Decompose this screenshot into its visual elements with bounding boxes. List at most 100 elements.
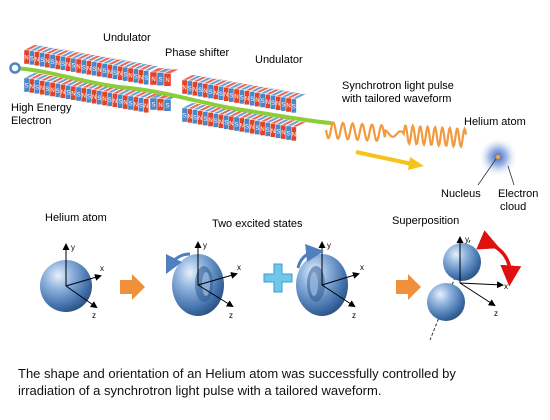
magnet-pole-label: N [35,57,39,63]
label-electron-line2: Electron [11,115,52,127]
magnet-pole-label: N [286,104,290,110]
magnet-pole-label: S [66,91,70,97]
magnet-pole-label: N [144,104,148,110]
axis-z-4: z [494,309,498,318]
magnet-pole-label: S [245,124,249,130]
rotation-arrow-left [165,252,191,275]
magnet-pole-label: S [240,95,244,101]
magnet-pole-label: N [234,95,238,101]
magnet-pole-label: S [183,114,187,120]
magnet-pole-label: S [118,100,122,106]
magnet-pole-label: S [25,84,29,90]
plus-icon [263,263,293,293]
magnet-pole-label: N [102,97,106,103]
label-nucleus: Nucleus [441,188,481,200]
magnet-pole-label: S [203,117,207,123]
magnet-pole-label: N [71,92,75,98]
magnet-pole-label: S [287,132,291,138]
magnet-pole-label: N [56,61,60,67]
axis-z-1: z [92,311,96,320]
process-arrow-2 [396,274,421,300]
axis-z-3: z [352,311,356,320]
magnet-pole-label: S [35,85,39,91]
magnet-pole-label: S [214,119,218,125]
magnet-pole-label: N [40,86,44,92]
magnet-pole-label: S [51,60,55,66]
magnet-pole-label: S [92,67,96,73]
rotation-arrow-right [296,244,324,269]
rotation-arrow-red [476,230,522,287]
magnet-pole-label: N [87,66,91,72]
magnet-pole-label: N [255,98,259,104]
label-electron-line1: High Energy [11,102,72,114]
caption-line2: irradiation of a synchrotron light pulse… [18,383,382,398]
magnet-pole-label: N [193,87,197,93]
magnet-pole-label: S [235,123,239,129]
nucleus-pointer [477,158,497,186]
magnet-pole-label: N [214,91,218,97]
propagation-arrow-head [408,157,424,170]
axis-y-2: y [203,241,207,250]
label-phase-shifter: Phase shifter [165,47,230,59]
magnet-pole-label: S [188,86,192,92]
label-undulator-right: Undulator [255,54,303,66]
process-arrow-1 [120,274,145,300]
magnet-pole-label: N [151,77,155,83]
axis-y-1: y [71,243,75,252]
light-pulse-waveform [324,121,468,149]
magnet-pole-label: N [123,101,127,107]
magnet-pole-label: S [77,93,81,99]
magnet-pole-label: S [209,90,213,96]
magnet-pole-label: N [45,59,49,65]
magnet-pole-label: S [108,98,112,104]
magnet-pole-label: S [151,103,155,109]
cloud-pointer [507,165,515,186]
magnet-pole-label: N [165,78,169,84]
magnet-pole-label: S [87,94,91,100]
axis-y-4: y [465,235,469,244]
magnet-pole-label: N [271,129,275,135]
magnet-pole-label: S [198,88,202,94]
magnet-pole-label: S [255,126,259,132]
magnet-pole-label: N [118,72,122,78]
magnet-pole-label: N [219,120,223,126]
magnet-pole-label: N [92,95,96,101]
magnet-pole-label: S [61,62,65,68]
magnet-pole-label: N [134,102,138,108]
axis-z-2: z [229,311,233,320]
label-pulse-line2: with tailored waveform [342,93,452,105]
label-pulse-line1: Synchrotron light pulse [342,80,454,92]
magnet-pole-label: S [139,103,143,109]
magnet-pole-label: S [144,76,148,82]
label-cloud-line1: Electron [498,188,539,200]
magnet-pole-label: S [250,97,254,103]
magnet-pole-label: N [198,116,202,122]
label-two-excited-states: Two excited states [212,218,303,230]
magnet-pole-label: S [97,96,101,102]
magnet-pole-label: S [165,104,169,110]
axis-y-3: y [327,241,331,250]
magnet-pole-label: S [40,58,44,64]
propagation-arrow [355,150,413,166]
caption-line1: The shape and orientation of an Helium a… [18,366,456,381]
helium-ground-state [40,243,102,312]
magnet-pole-label: S [193,115,197,121]
axis-x-3: x [360,263,364,272]
label-undulator-left: Undulator [103,32,151,44]
excited-state-2 [296,241,360,316]
magnet-pole-label: N [113,99,117,105]
magnet-pole-label: N [281,131,285,137]
magnet-pole-label: N [61,90,65,96]
electron-icon [9,62,21,74]
magnet-pole-label: S [229,94,233,100]
magnet-pole-label: S [271,101,275,107]
magnet-pole-label: N [203,89,207,95]
superposition-state [427,236,504,341]
nucleus [495,154,501,160]
magnet-pole-label: N [66,63,70,69]
magnet-pole-label: S [276,130,280,136]
magnet-pole-label: N [188,114,192,120]
magnet-pole-label: S [113,71,117,77]
label-superposition: Superposition [392,215,460,227]
magnet-pole-label: N [108,70,112,76]
